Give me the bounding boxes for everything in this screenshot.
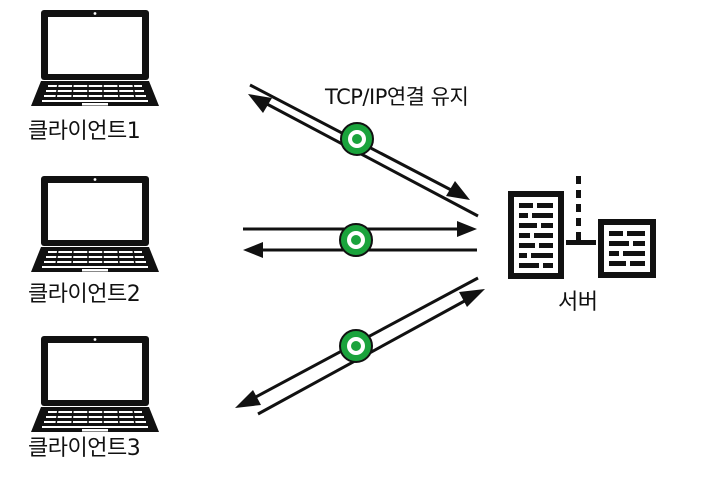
- connection-marker-icon-1: [340, 122, 374, 156]
- connection-marker-icon-3: [339, 329, 373, 363]
- client-2-label: 클라이언트2: [28, 282, 141, 307]
- server-icon: [508, 176, 656, 279]
- connection-label: TCP/IP연결 유지: [325, 85, 469, 109]
- laptop-icon-2: [30, 175, 160, 273]
- connection-marker-icon-2: [339, 223, 373, 257]
- laptop-icon-3: [30, 335, 160, 433]
- server-label: 서버: [558, 290, 598, 315]
- client-1-label: 클라이언트1: [28, 119, 141, 144]
- client-3-label: 클라이언트3: [28, 436, 141, 461]
- laptop-icon-1: [30, 9, 160, 107]
